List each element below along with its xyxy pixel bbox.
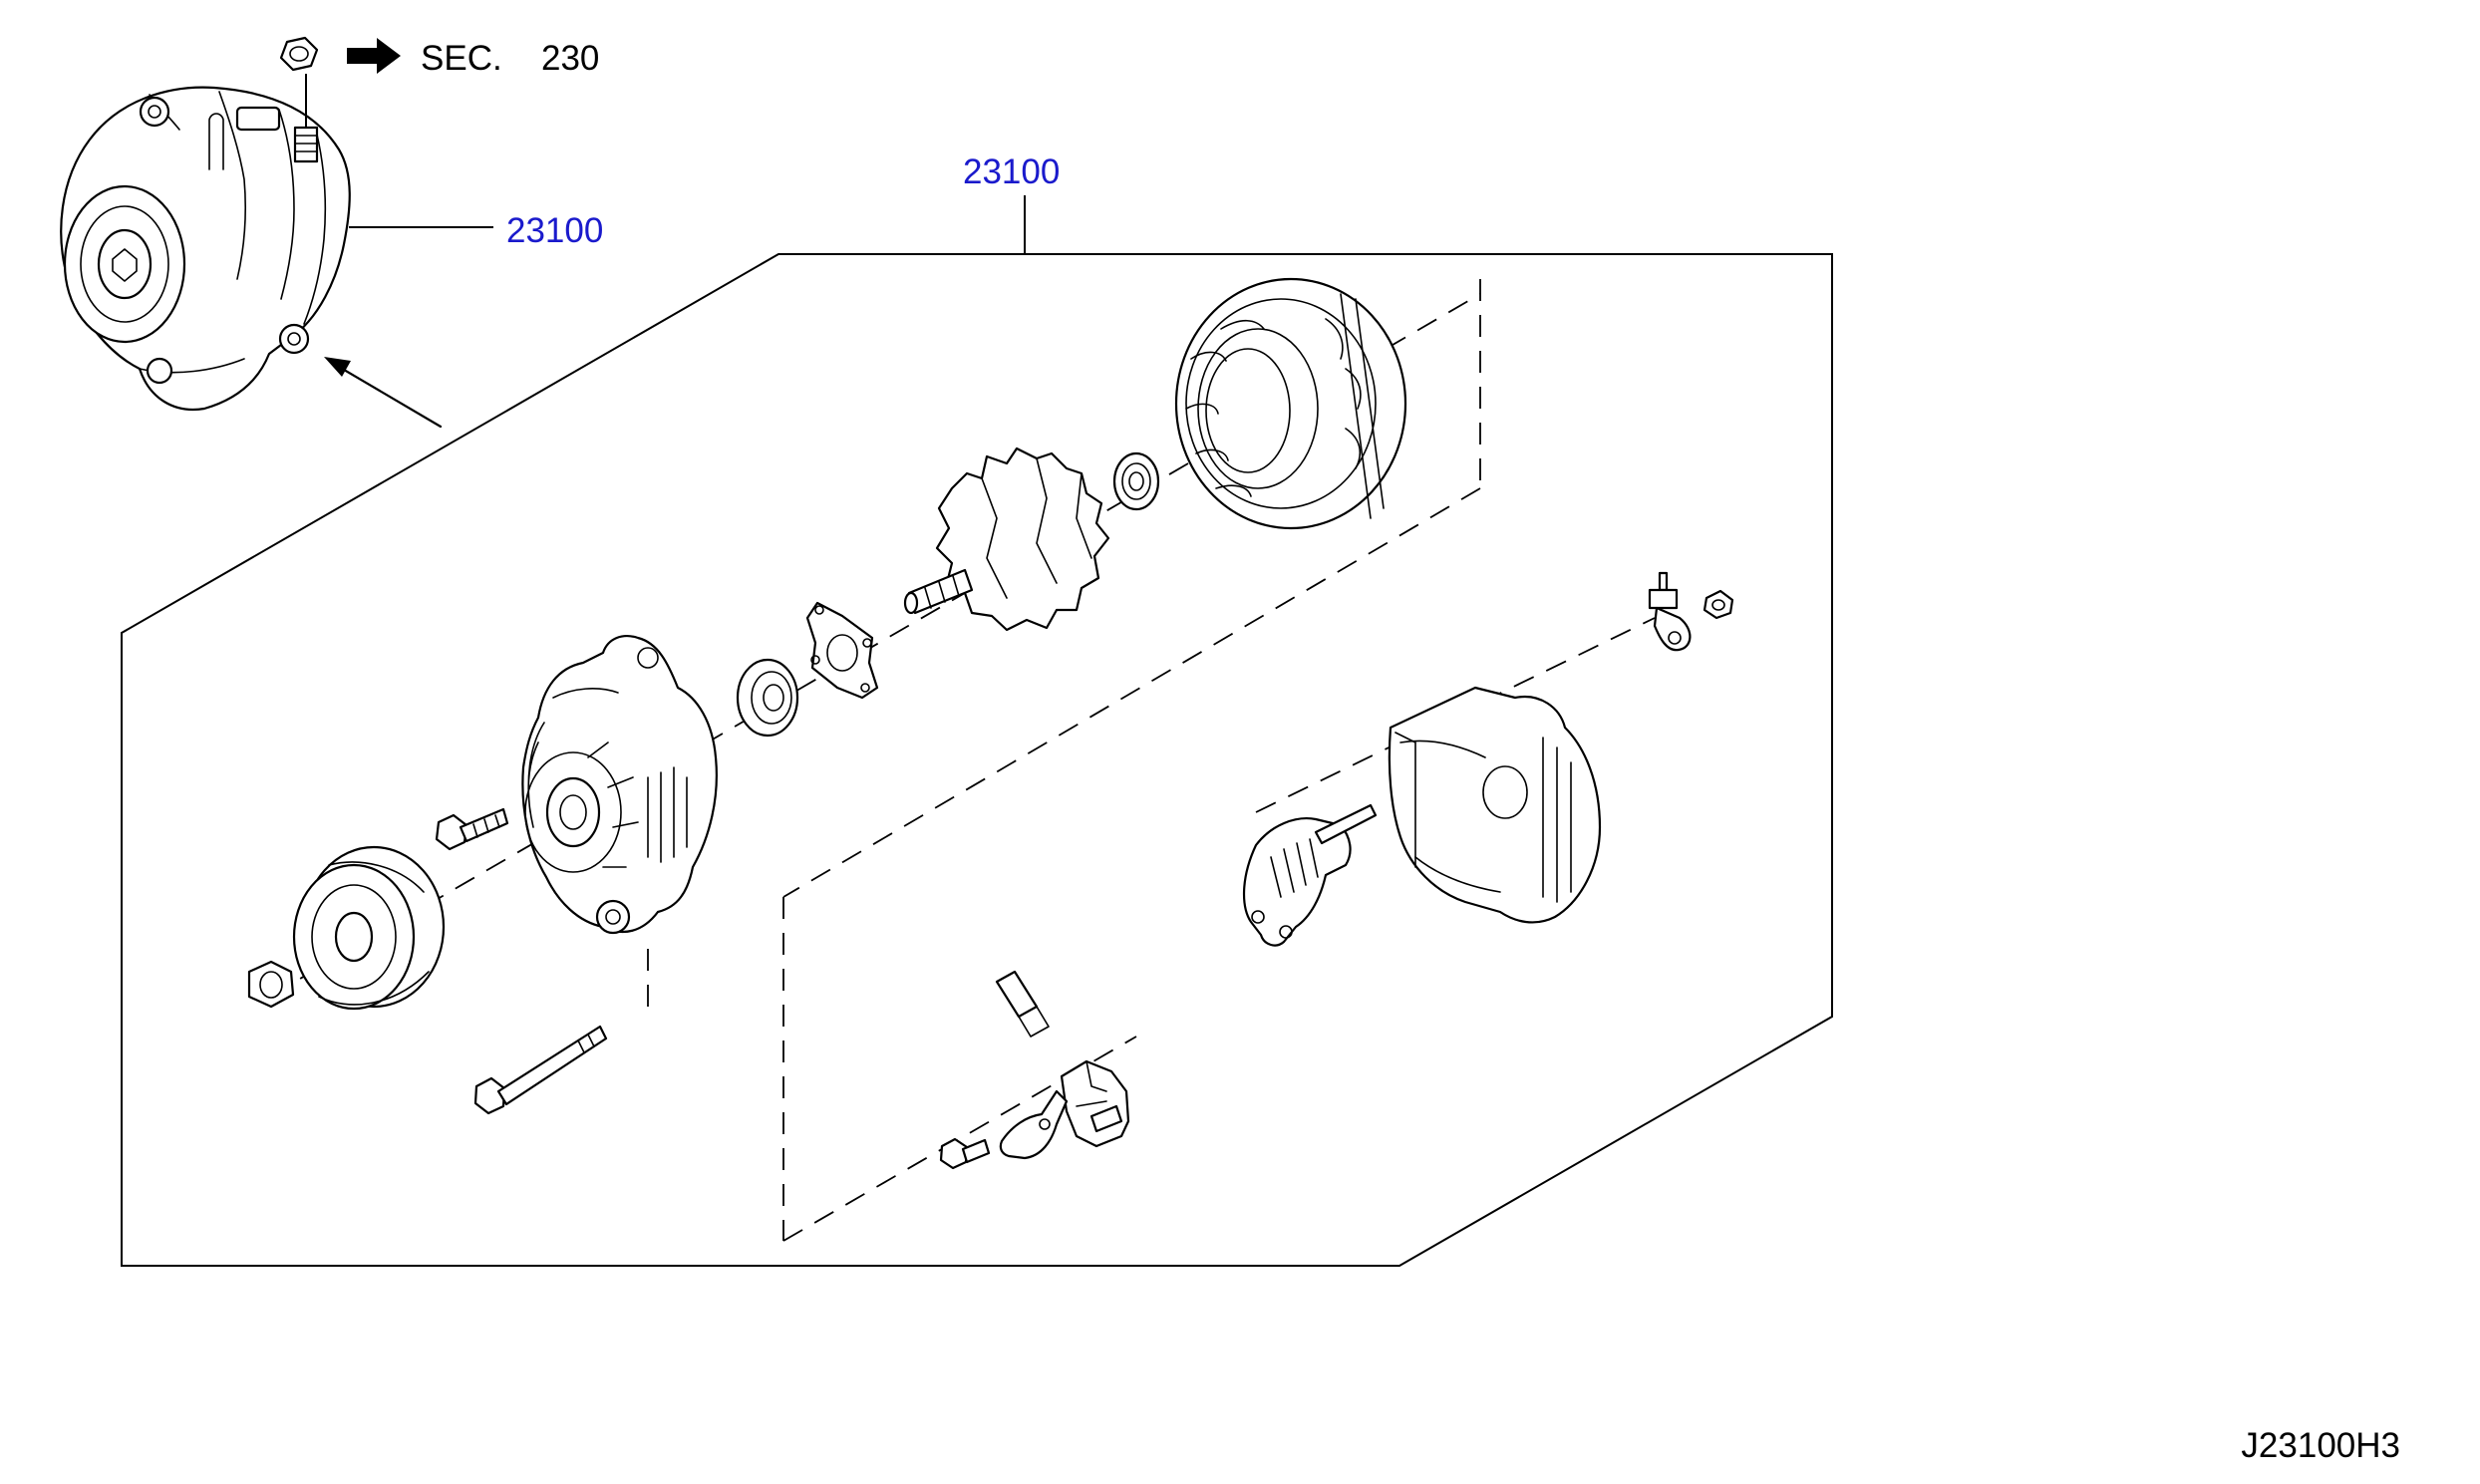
front-housing-illustration: [521, 635, 718, 935]
pulley-illustration: [292, 845, 446, 1011]
section-label[interactable]: SEC.: [421, 39, 502, 78]
rectifier-illustration: [1243, 803, 1378, 947]
kit-boundary-frame: [121, 253, 1833, 1267]
assembly-part-number[interactable]: 23100: [506, 211, 603, 250]
rear-cover-illustration: [1388, 686, 1602, 924]
section-arrow-icon: [347, 38, 401, 74]
stator-illustration: [1174, 277, 1407, 530]
kit-part-number[interactable]: 23100: [963, 152, 1060, 191]
brush-cover-illustration: [999, 1089, 1069, 1160]
hex-nut-icon: [279, 36, 319, 72]
screw-upper-illustration: [435, 807, 509, 851]
section-number[interactable]: 230: [541, 39, 599, 78]
alternator-assembly-illustration: [60, 86, 351, 412]
retainer-plate-illustration: [805, 601, 879, 700]
pulley-nut-illustration: [247, 960, 295, 1009]
view-arrow-icon: [324, 357, 443, 429]
brush-screw-illustration: [939, 1137, 991, 1170]
rotor-illustration: [903, 446, 1110, 632]
terminal-nut-illustration: [1703, 589, 1734, 620]
drive-end-bearing-illustration: [736, 658, 799, 738]
terminal-stud-illustration: [1648, 571, 1692, 652]
brush-holder-illustration: [1060, 1059, 1130, 1148]
through-bolt-illustration: [473, 1025, 608, 1115]
rotor-bearing-illustration: [1112, 451, 1160, 511]
drawing-code: J23100H3: [2241, 1426, 2400, 1465]
brush-illustration: [995, 970, 1050, 1038]
